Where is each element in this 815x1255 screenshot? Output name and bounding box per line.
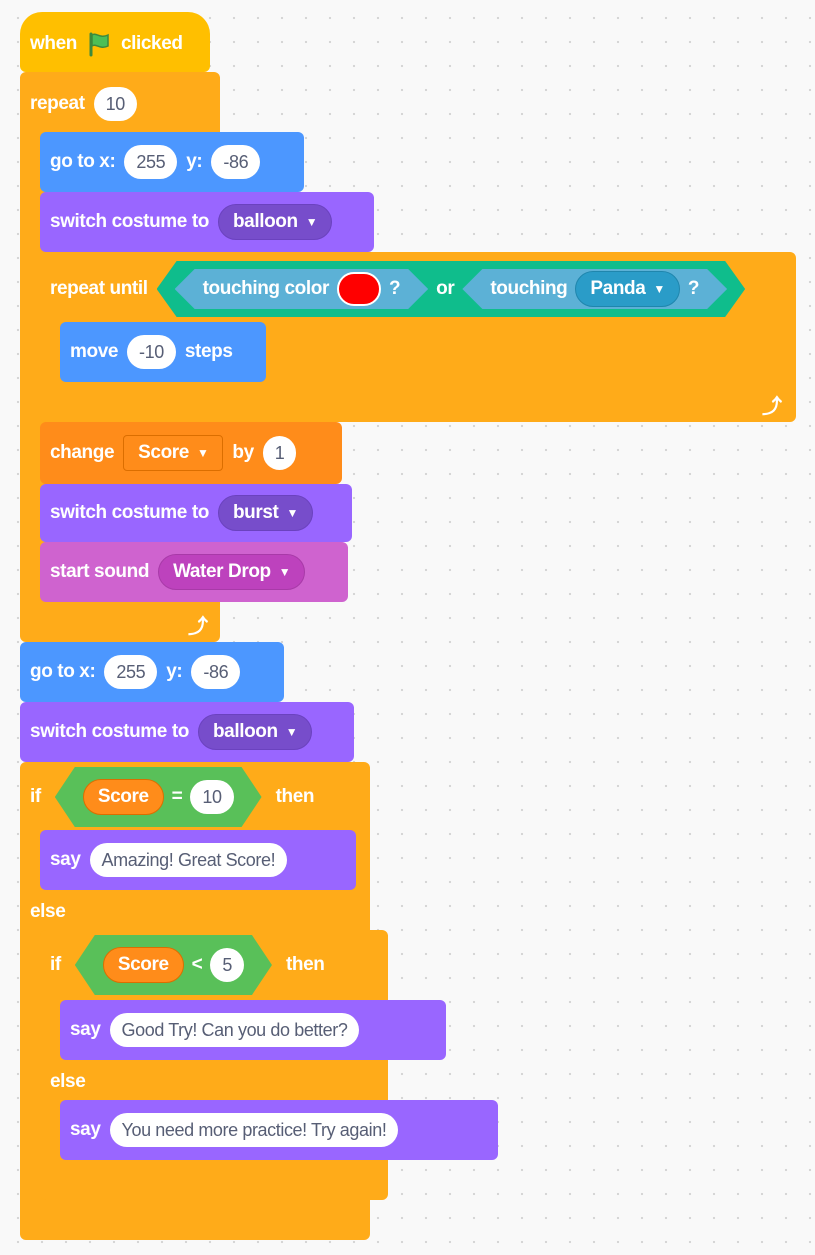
touching-object-block[interactable]: touching Panda ▼ ? — [462, 269, 727, 309]
compare-value-input[interactable]: 5 — [210, 948, 244, 982]
y-input[interactable]: -86 — [211, 145, 261, 179]
say-text-input[interactable]: You need more practice! Try again! — [109, 1113, 399, 1147]
else-label: else — [50, 1071, 86, 1092]
steps-input[interactable]: -10 — [127, 335, 176, 369]
costume3-row: switch costume to balloon ▼ — [20, 702, 313, 762]
then-label: then — [275, 786, 315, 807]
say-label: say — [50, 849, 81, 870]
if-label: if — [50, 954, 61, 975]
sound-value: Water Drop — [173, 561, 271, 582]
goto2-row: go to x: 255 y: -86 — [20, 642, 241, 702]
x-input[interactable]: 255 — [124, 145, 178, 179]
equals-operator[interactable]: Score = 10 — [55, 767, 262, 827]
or-operator[interactable]: touching color ? or touching Panda ▼ ? — [157, 261, 746, 317]
goto-label: go to x: — [50, 151, 116, 172]
variable-dropdown[interactable]: Score ▼ — [123, 435, 224, 471]
say-label: say — [70, 1019, 101, 1040]
say-label: say — [70, 1119, 101, 1140]
touch-target-value: Panda — [590, 278, 646, 299]
chevron-down-icon: ▼ — [285, 725, 298, 739]
question-mark-1: ? — [388, 278, 401, 299]
if1-header: if Score = 10 then — [20, 766, 314, 828]
start-sound-label: start sound — [50, 561, 150, 582]
question-mark-2: ? — [687, 278, 700, 299]
y-input[interactable]: -86 — [191, 655, 241, 689]
costume-dropdown[interactable]: burst ▼ — [217, 495, 313, 531]
then-label: then — [285, 954, 325, 975]
when-flag-clicked-block[interactable] — [20, 12, 210, 72]
if-label: if — [30, 786, 41, 807]
costume-value: burst — [232, 502, 279, 523]
chevron-down-icon: ▼ — [278, 565, 291, 579]
variable-value: Score — [138, 442, 189, 463]
switch-costume-label: switch costume to — [30, 721, 189, 742]
by-label: by — [232, 442, 254, 463]
else-label: else — [30, 901, 66, 922]
loop-arrow-icon: ⤴ — [188, 616, 208, 638]
sound-dropdown[interactable]: Water Drop ▼ — [158, 554, 306, 590]
repeat-header: repeat 10 — [20, 82, 137, 126]
less-than-sign: < — [191, 954, 203, 975]
sound-row: start sound Water Drop ▼ — [40, 542, 306, 602]
hat-row: when clicked — [20, 16, 183, 72]
costume1-row: switch costume to balloon ▼ — [40, 192, 333, 252]
steps-label: steps — [184, 341, 233, 362]
clicked-label: clicked — [120, 33, 183, 54]
goto-label: go to x: — [30, 661, 96, 682]
y-label: y: — [166, 661, 183, 682]
costume-dropdown[interactable]: balloon ▼ — [197, 714, 313, 750]
color-swatch[interactable] — [337, 272, 381, 306]
costume-value: balloon — [232, 211, 298, 232]
repeat-label: repeat — [30, 93, 85, 114]
chevron-down-icon: ▼ — [196, 446, 209, 460]
say1-row: say Amazing! Great Score! — [40, 830, 288, 890]
else1-row: else — [20, 894, 66, 930]
touching-label: touching — [490, 278, 568, 299]
costume-dropdown[interactable]: balloon ▼ — [217, 204, 333, 240]
say2-row: say Good Try! Can you do better? — [60, 1000, 360, 1060]
change-label: change — [50, 442, 115, 463]
equals-sign: = — [171, 786, 183, 807]
less-than-operator[interactable]: Score < 5 — [75, 935, 272, 995]
change-value-input[interactable]: 1 — [262, 436, 297, 470]
switch-costume-label: switch costume to — [50, 502, 209, 523]
else2-row: else — [40, 1064, 86, 1100]
score-reporter[interactable]: Score — [103, 947, 184, 983]
goto1-row: go to x: 255 y: -86 — [40, 132, 261, 192]
switch-costume-label: switch costume to — [50, 211, 209, 232]
costume2-row: switch costume to burst ▼ — [40, 484, 313, 542]
x-input[interactable]: 255 — [104, 655, 158, 689]
chevron-down-icon: ▼ — [286, 506, 298, 520]
touch-target-dropdown[interactable]: Panda ▼ — [575, 271, 680, 307]
repeat-count-input[interactable]: 10 — [93, 87, 137, 121]
chevron-down-icon: ▼ — [653, 282, 665, 296]
compare-value-input[interactable]: 10 — [190, 780, 233, 814]
move-row: move -10 steps — [60, 322, 233, 382]
touching-color-block[interactable]: touching color ? — [175, 269, 429, 309]
loop-arrow-icon: ⤴ — [762, 396, 782, 418]
move-label: move — [70, 341, 119, 362]
chevron-down-icon: ▼ — [305, 215, 318, 229]
when-label: when — [30, 33, 77, 54]
y-label: y: — [186, 151, 203, 172]
repeat-until-header: repeat until touching color ? or touchin… — [40, 258, 745, 320]
score-reporter[interactable]: Score — [83, 779, 164, 815]
repeat-until-label: repeat until — [50, 278, 148, 299]
green-flag-icon — [89, 32, 109, 57]
touching-color-label: touching color — [202, 278, 329, 299]
or-label: or — [436, 278, 455, 299]
say3-row: say You need more practice! Try again! — [60, 1100, 399, 1160]
costume-value: balloon — [212, 721, 278, 742]
change-row: change Score ▼ by 1 — [40, 422, 297, 484]
say-text-input[interactable]: Good Try! Can you do better? — [109, 1013, 360, 1047]
if2-header: if Score < 5 then — [40, 934, 325, 996]
say-text-input[interactable]: Amazing! Great Score! — [89, 843, 288, 877]
